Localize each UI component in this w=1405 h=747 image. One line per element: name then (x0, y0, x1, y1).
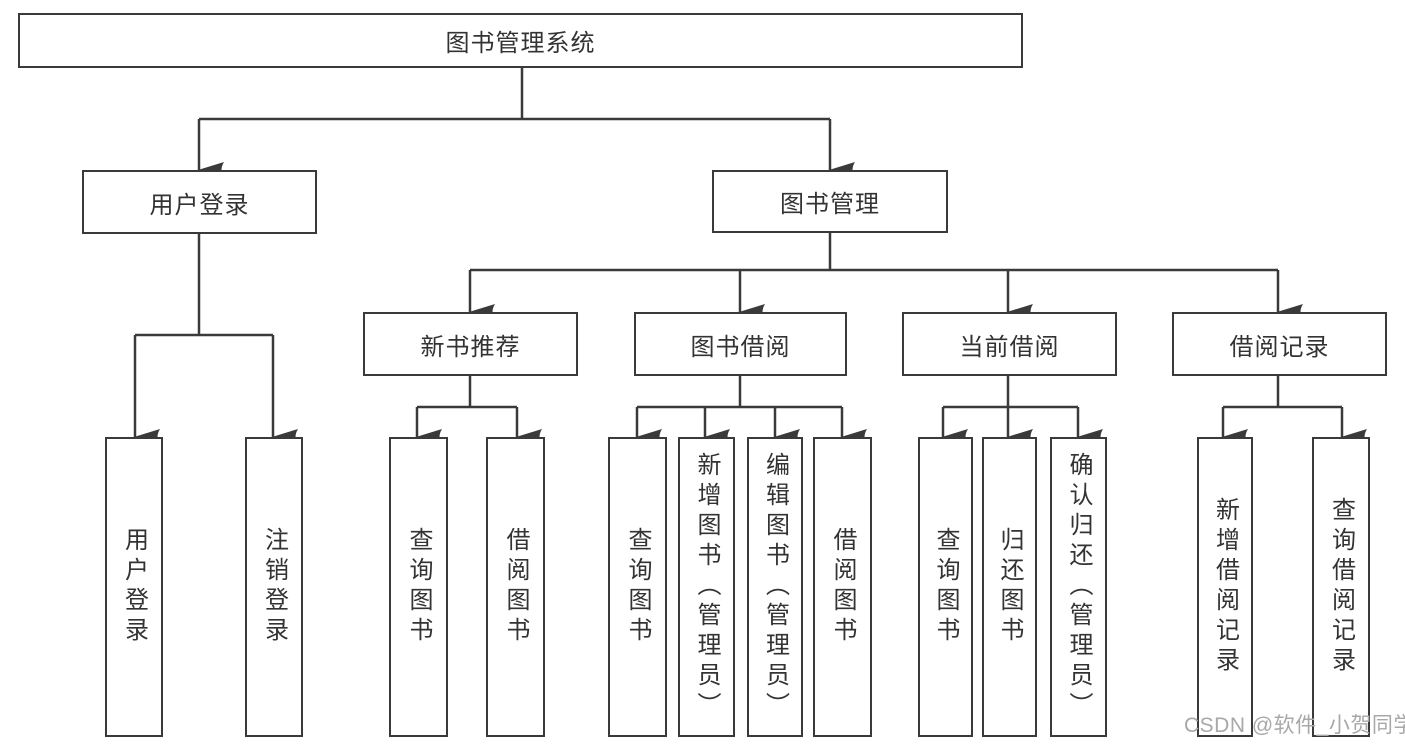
node-user-login: 用户登录 (82, 170, 317, 234)
leaf-query-borrow-record: 查询借阅记录 (1312, 437, 1370, 737)
leaf-user-login: 用户登录 (105, 437, 163, 737)
leaf-add-books-admin: 新增图书（管理员） (678, 437, 735, 737)
leaf-return-books: 归还图书 (982, 437, 1037, 737)
node-current-borrowing: 当前借阅 (902, 312, 1117, 376)
leaf-confirm-return-admin: 确认归还（管理员） (1050, 437, 1107, 737)
node-book-management: 图书管理 (712, 170, 948, 233)
leaf-query-books-recommend: 查询图书 (389, 437, 448, 737)
node-new-book-recommend: 新书推荐 (363, 312, 578, 376)
leaf-borrow-books: 借阅图书 (813, 437, 872, 737)
leaf-borrow-books-recommend: 借阅图书 (486, 437, 545, 737)
node-book-borrowing: 图书借阅 (634, 312, 847, 376)
node-borrow-records: 借阅记录 (1172, 312, 1387, 376)
watermark: CSDN @软件_小贺同学 (1184, 714, 1405, 737)
leaf-query-books-borrow: 查询图书 (608, 437, 667, 737)
leaf-logout: 注销登录 (245, 437, 303, 737)
leaf-edit-books-admin: 编辑图书（管理员） (747, 437, 803, 737)
leaf-add-borrow-record: 新增借阅记录 (1197, 437, 1253, 737)
leaf-query-books-current: 查询图书 (918, 437, 973, 737)
node-root: 图书管理系统 (18, 13, 1023, 68)
